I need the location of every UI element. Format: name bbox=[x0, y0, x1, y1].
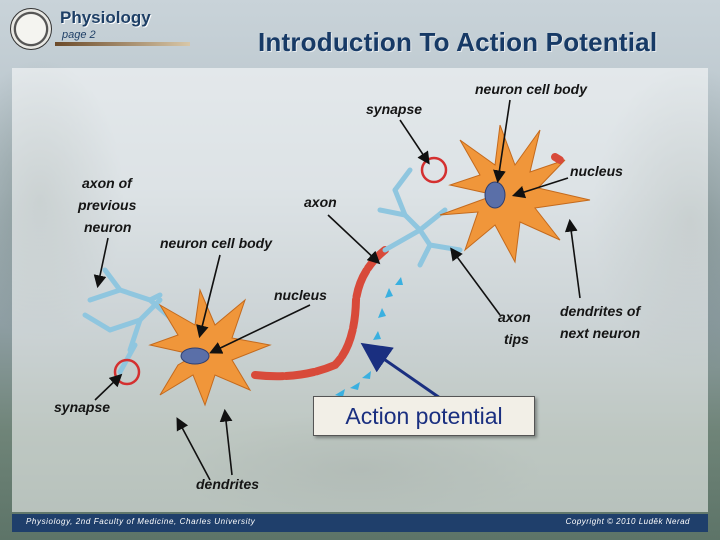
right-nucleus bbox=[484, 181, 506, 209]
label-dendrites-next-2: next neuron bbox=[560, 325, 640, 341]
label-axon-previous-3: neuron bbox=[84, 219, 131, 235]
callout-text: Action potential bbox=[345, 403, 503, 429]
label-dendrites: dendrites bbox=[196, 476, 259, 492]
label-synapse-bottom: synapse bbox=[54, 399, 110, 415]
synapse-top-circle bbox=[420, 156, 448, 184]
axon bbox=[251, 246, 389, 381]
synapse-bottom-circle bbox=[113, 358, 141, 386]
signal-arrows bbox=[335, 277, 403, 397]
label-axon-previous-1: axon of bbox=[82, 175, 133, 191]
slide-header: Physiology page 2 Introduction To Action… bbox=[0, 0, 720, 62]
left-neuron-cell-body bbox=[148, 288, 272, 407]
left-nucleus bbox=[180, 347, 210, 365]
label-nucleus-right: nucleus bbox=[570, 163, 623, 179]
label-dendrites-next-1: dendrites of bbox=[560, 303, 641, 319]
callout-arrow bbox=[360, 342, 441, 400]
footer-right-text: Copyright © 2010 Luděk Nerad bbox=[565, 517, 690, 526]
label-nucleus-left: nucleus bbox=[274, 287, 327, 303]
label-neuron-cell-body-left: neuron cell body bbox=[160, 235, 273, 251]
label-arrows bbox=[93, 99, 581, 481]
action-potential-callout: Action potential bbox=[313, 396, 535, 436]
label-synapse-top: synapse bbox=[366, 101, 422, 117]
footer-left-text: Physiology, 2nd Faculty of Medicine, Cha… bbox=[26, 517, 256, 526]
slide-footer: Physiology, 2nd Faculty of Medicine, Cha… bbox=[12, 514, 708, 532]
label-axon: axon bbox=[304, 194, 337, 210]
header-divider bbox=[55, 42, 190, 46]
right-neuron-cell-body bbox=[439, 124, 591, 264]
label-neuron-cell-body-top: neuron cell body bbox=[475, 81, 588, 97]
page-label: page 2 bbox=[62, 29, 96, 41]
left-neuron-dendrites bbox=[82, 267, 193, 375]
right-neuron-dendrites bbox=[377, 167, 463, 268]
slide-title: Introduction To Action Potential bbox=[258, 27, 658, 57]
label-axon-tips-2: tips bbox=[504, 331, 529, 347]
app-title: Physiology bbox=[60, 8, 151, 27]
label-axon-previous-2: previous bbox=[77, 197, 137, 213]
label-axon-tips-1: axon bbox=[498, 309, 531, 325]
university-seal-logo bbox=[10, 8, 52, 50]
